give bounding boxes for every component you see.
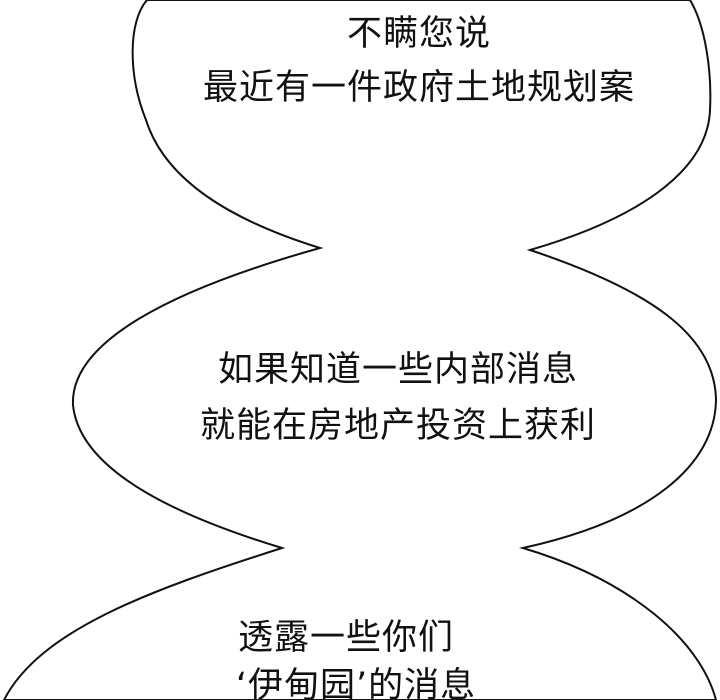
- bubble-1-line-1: 不瞒您说: [346, 14, 491, 54]
- bubble-3-line-1: 透露一些你们: [237, 618, 454, 658]
- bubble-2-line-2: 就能在房地产投资上获利: [199, 406, 596, 446]
- bubble-3-line-2: ‘伊甸园’的消息: [235, 666, 477, 700]
- bubble-2-line-1: 如果知道一些内部消息: [217, 350, 578, 390]
- bubble-1-line-2: 最近有一件政府土地规划案: [202, 68, 635, 108]
